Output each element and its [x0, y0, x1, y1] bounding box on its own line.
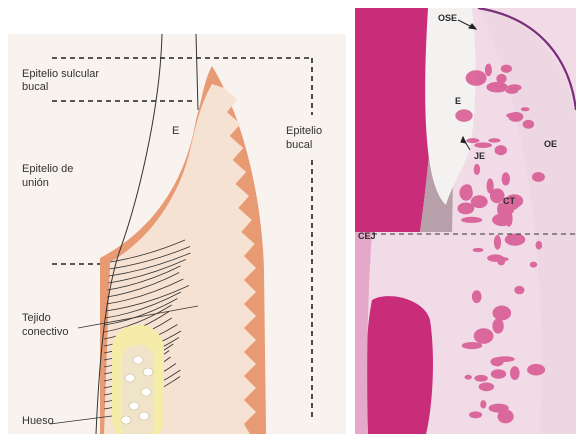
collagen-cluster — [473, 248, 484, 252]
collagen-cluster — [479, 382, 495, 391]
collagen-cluster — [501, 65, 512, 73]
collagen-cluster — [495, 356, 514, 362]
collagen-cluster — [492, 214, 512, 227]
collagen-cluster — [474, 164, 480, 175]
collagen-cluster — [498, 409, 514, 423]
collagen-cluster — [474, 375, 488, 382]
collagen-cluster — [455, 109, 472, 121]
label-ct: CT — [503, 196, 515, 206]
collagen-cluster — [462, 342, 482, 349]
collagen-cluster — [536, 241, 543, 250]
collagen-cluster — [459, 185, 472, 201]
label-cej: CEJ — [358, 231, 376, 241]
collagen-cluster — [494, 235, 501, 250]
collagen-cluster — [510, 366, 520, 380]
collagen-cluster — [474, 328, 494, 344]
collagen-cluster — [532, 172, 545, 182]
label-histo-enamel: E — [455, 96, 461, 106]
collagen-cluster — [492, 318, 503, 333]
collagen-cluster — [465, 375, 472, 380]
collagen-cluster — [506, 113, 523, 119]
collagen-cluster — [493, 306, 512, 321]
collagen-cluster — [521, 107, 530, 111]
collagen-cluster — [491, 369, 506, 379]
collagen-cluster — [527, 364, 545, 376]
label-je: JE — [474, 151, 485, 161]
collagen-cluster — [514, 286, 524, 294]
collagen-cluster — [471, 195, 488, 208]
collagen-cluster — [488, 257, 508, 262]
collagen-cluster — [461, 217, 482, 223]
dense-tissue-lower — [366, 296, 433, 434]
collagen-cluster — [469, 411, 482, 418]
collagen-cluster — [488, 138, 500, 142]
collagen-cluster — [486, 82, 508, 93]
collagen-cluster — [472, 290, 482, 303]
collagen-cluster — [472, 71, 479, 75]
collagen-cluster — [480, 400, 486, 408]
label-ose: OSE — [438, 13, 457, 23]
collagen-cluster — [505, 234, 526, 246]
collagen-cluster — [502, 172, 510, 185]
collagen-cluster — [474, 142, 492, 148]
collagen-cluster — [523, 120, 535, 129]
collagen-cluster — [506, 88, 518, 93]
collagen-cluster — [485, 64, 492, 77]
label-oe: OE — [544, 139, 557, 149]
collagen-cluster — [495, 145, 507, 155]
collagen-cluster — [466, 138, 479, 143]
collagen-cluster — [530, 262, 537, 268]
